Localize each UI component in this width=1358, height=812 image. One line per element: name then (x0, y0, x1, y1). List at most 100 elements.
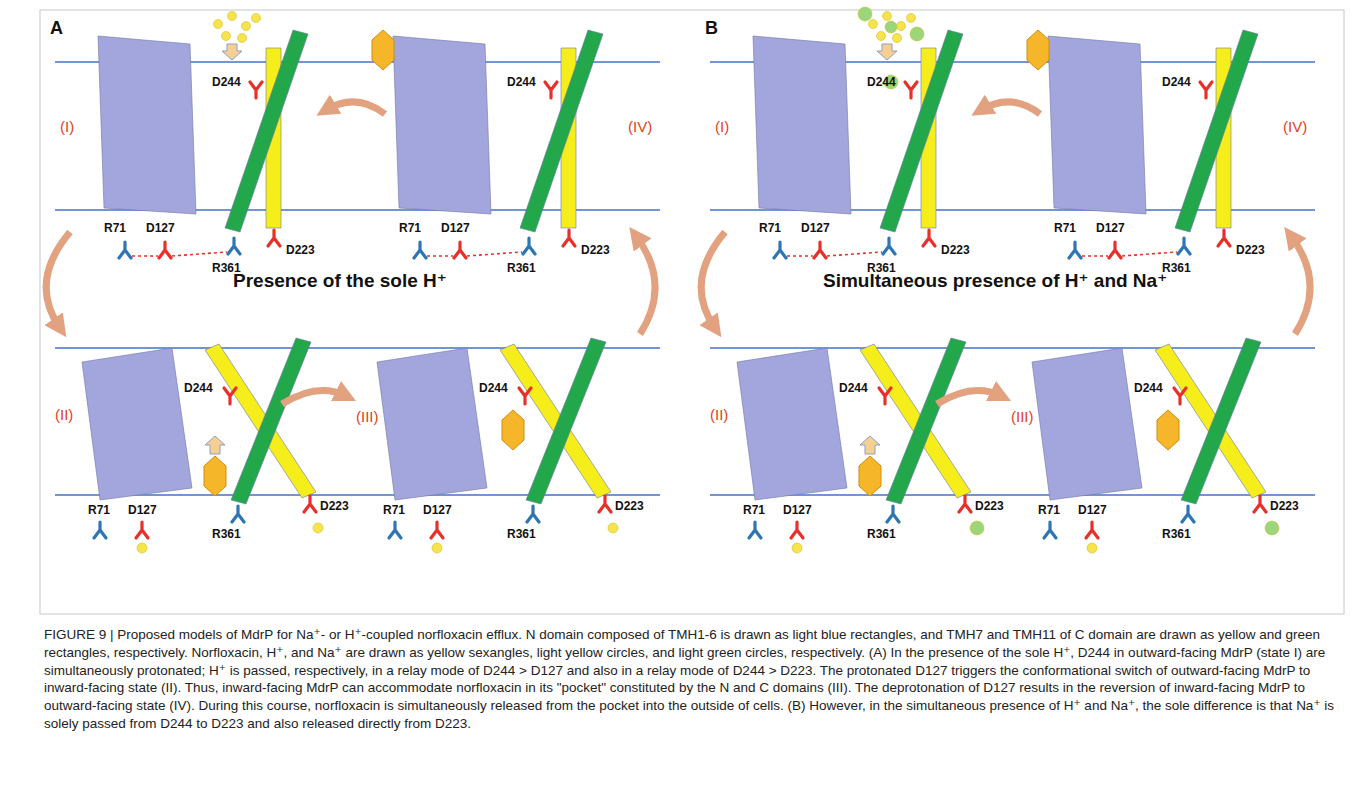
membrane-line (710, 494, 1315, 496)
residue-label: R361 (867, 528, 896, 542)
norfloxacin-hexagon (372, 30, 394, 70)
n-domain (753, 36, 851, 214)
d223-residue (304, 496, 316, 512)
r71-residue (119, 242, 131, 258)
d127-residue (1109, 242, 1121, 258)
n-domain (1048, 36, 1146, 214)
residue-label: D127 (783, 504, 812, 518)
proton-circle (242, 22, 251, 31)
residue-label: R361 (212, 528, 241, 542)
state-numeral: (III) (1011, 408, 1034, 425)
residue-label: R71 (1038, 504, 1060, 518)
r71-residue (749, 522, 761, 538)
d244-residue (1200, 82, 1212, 98)
r71-residue (94, 522, 106, 538)
proton-circle (893, 34, 902, 43)
d244-residue (545, 82, 557, 98)
flow-arrow (877, 44, 897, 60)
d244-residue (905, 82, 917, 98)
residue-label: D244 (479, 382, 508, 396)
cycle-arrow (1291, 236, 1310, 334)
d127-residue (454, 242, 466, 258)
d223-residue (563, 230, 575, 246)
sodium-circle (858, 7, 872, 21)
state-numeral: (IV) (628, 118, 652, 135)
r361-residue (523, 238, 535, 254)
tmh11-bar (880, 30, 963, 232)
cycle-arrow (326, 102, 385, 114)
figure-caption: FIGURE 9 | Proposed models of MdrP for N… (44, 626, 1334, 733)
proton-circle (252, 14, 261, 23)
figure-border (40, 10, 1344, 614)
r71-residue (1044, 522, 1056, 538)
proton-circle (137, 543, 147, 553)
residue-label: D223 (286, 244, 315, 258)
membrane-line (55, 494, 660, 496)
residue-label: D244 (507, 76, 536, 90)
d127-residue (791, 522, 803, 538)
d244-residue (224, 388, 236, 404)
residue-label: D127 (1078, 504, 1107, 518)
residue-label: R361 (1162, 528, 1191, 542)
r361-residue (883, 238, 895, 254)
panel-letter: A (50, 18, 63, 39)
residue-label: R361 (507, 528, 536, 542)
proton-circle (883, 12, 892, 21)
norfloxacin-hexagon (502, 410, 524, 450)
residue-label: D127 (441, 222, 470, 236)
panel-letter: B (705, 18, 718, 39)
r71-residue (389, 522, 401, 538)
n-domain (82, 348, 192, 500)
d127-residue (136, 522, 148, 538)
sodium-circle (885, 21, 897, 33)
n-domain (377, 348, 487, 500)
residue-label: D127 (1096, 222, 1125, 236)
proton-circle (313, 523, 323, 533)
d223-residue (268, 230, 280, 246)
flow-arrow (205, 436, 225, 454)
d127-residue (431, 522, 443, 538)
cycle-arrow (937, 391, 1001, 404)
salt-bridge (427, 252, 522, 256)
r361-residue (527, 506, 539, 522)
proton-circle (222, 32, 231, 41)
residue-label: R71 (383, 504, 405, 518)
cycle-arrow (981, 102, 1040, 114)
tmh11-bar (886, 338, 966, 504)
tmh11-bar (1175, 30, 1258, 232)
proton-circle (869, 20, 878, 29)
residue-label: R361 (507, 262, 536, 276)
proton-circle (432, 543, 442, 553)
residue-label: D244 (184, 382, 213, 396)
proton-circle (897, 22, 906, 31)
residue-label: D244 (867, 76, 896, 90)
residue-label: D223 (320, 500, 349, 514)
d244-residue (519, 388, 531, 404)
norfloxacin-hexagon (1157, 410, 1179, 450)
r361-residue (232, 506, 244, 522)
residue-label: R71 (759, 222, 781, 236)
d244-residue (250, 82, 262, 98)
membrane-line (710, 347, 1315, 349)
d223-residue (923, 230, 935, 246)
state-numeral: (I) (60, 118, 74, 135)
proton-circle (877, 32, 886, 41)
n-domain (98, 36, 196, 214)
proton-circle (1087, 543, 1097, 553)
cycle-arrow (46, 232, 70, 328)
tmh11-bar (1181, 338, 1261, 504)
r71-residue (774, 242, 786, 258)
salt-bridge (1082, 252, 1177, 256)
norfloxacin-hexagon (859, 456, 881, 496)
proton-circle (238, 34, 247, 43)
membrane-line (55, 347, 660, 349)
proton-circle (907, 14, 916, 23)
sodium-circle (970, 521, 984, 535)
state-numeral: (I) (715, 118, 729, 135)
salt-bridge (787, 252, 882, 256)
residue-label: D223 (1270, 500, 1299, 514)
residue-label: D244 (1162, 76, 1191, 90)
residue-label: D223 (1236, 244, 1265, 258)
r361-residue (1182, 506, 1194, 522)
